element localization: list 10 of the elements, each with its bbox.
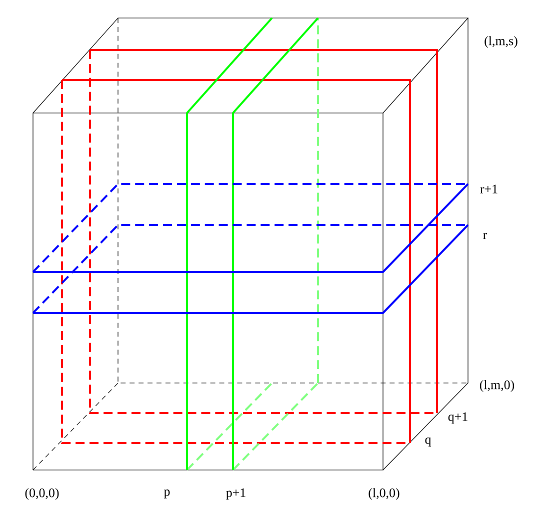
coordinate-label: q+1 — [448, 412, 468, 424]
coordinate-label: (l,m,s) — [484, 36, 518, 48]
coordinate-label: q — [425, 438, 432, 446]
coordinate-label: (l,0,0) — [368, 488, 400, 500]
coordinate-label: r — [483, 232, 488, 240]
coordinate-label: r+1 — [480, 184, 498, 194]
coordinate-label: p+1 — [226, 488, 246, 500]
coordinate-label: (l,m,0) — [480, 380, 514, 392]
coordinate-label: p — [164, 490, 170, 498]
coordinate-label: (0,0,0) — [25, 488, 59, 500]
